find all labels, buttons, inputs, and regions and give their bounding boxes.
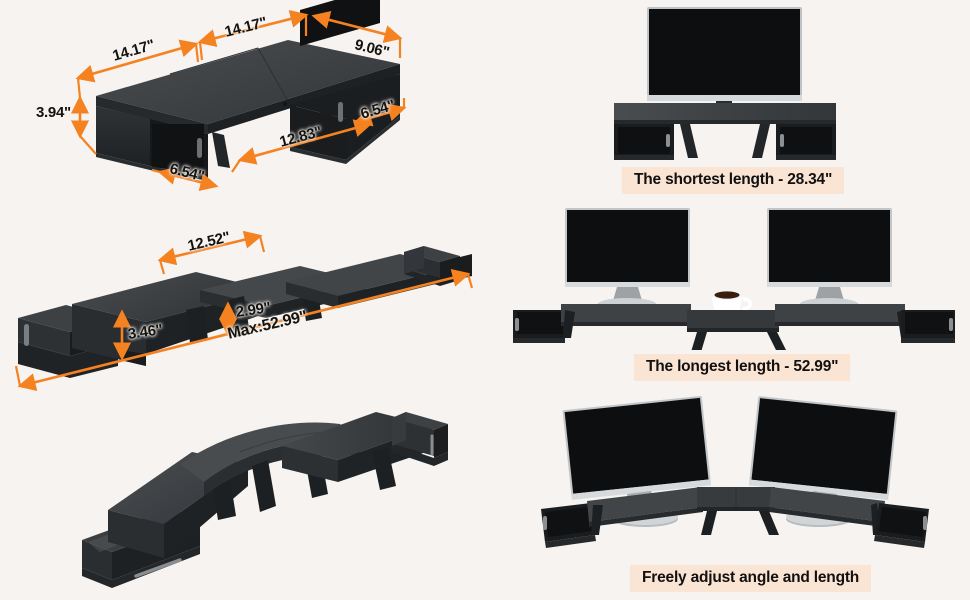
caption-freely-adjust: Freely adjust angle and length xyxy=(630,565,872,592)
caption-shortest-length: The shortest length - 28.34" xyxy=(622,167,845,194)
dim-height: 3.94" xyxy=(36,104,71,121)
extended-stand-dimension-diagram xyxy=(14,230,474,392)
folded-stand-dimension-diagram xyxy=(70,0,407,192)
dual-monitor-angled-setup xyxy=(541,395,929,548)
caption-longest-length: The longest length - 52.99" xyxy=(634,354,851,381)
single-monitor-shortest-setup xyxy=(614,7,836,160)
dual-monitor-longest-setup xyxy=(513,208,955,350)
angled-stand-perspective-view xyxy=(82,412,448,588)
